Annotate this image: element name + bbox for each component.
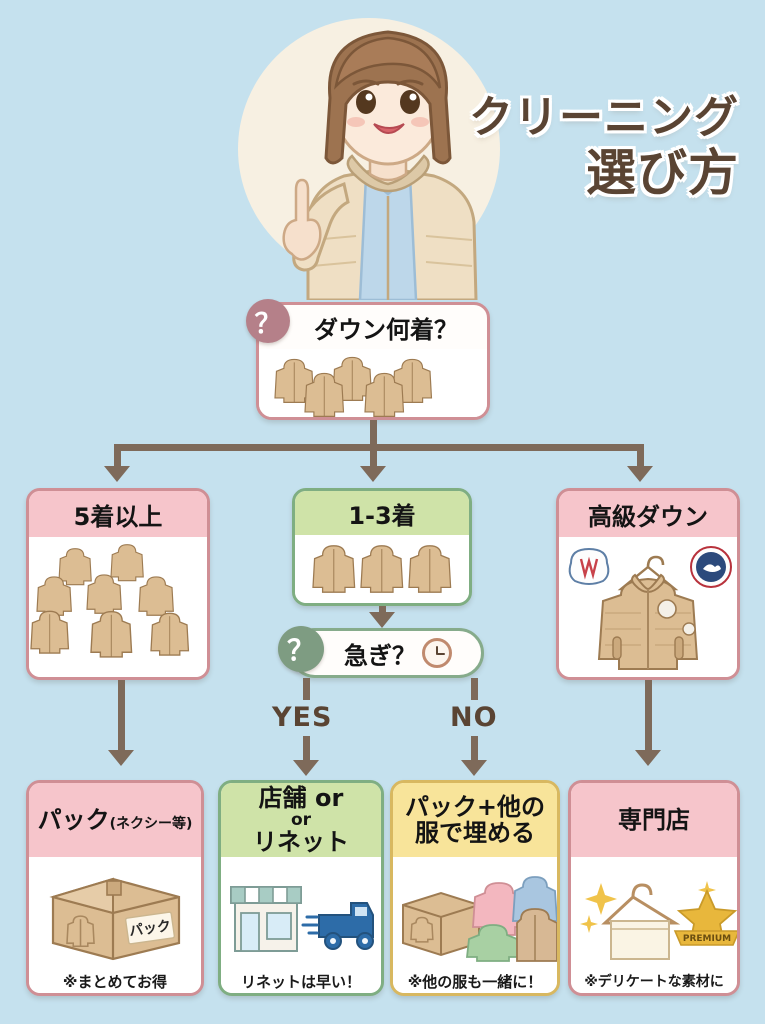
root-node-illustration	[259, 349, 487, 417]
result-specialty-caption: ※デリケートな素材に	[571, 963, 737, 993]
result-store-title: 店舗	[258, 784, 307, 813]
result-pack-title: パック	[37, 805, 110, 834]
urgency-node-content: 急ぎ？	[293, 631, 481, 675]
urgency-node-label: 急ぎ？	[344, 641, 416, 670]
result-store-or-line: or	[290, 809, 312, 830]
connector-yes-stem	[303, 678, 310, 700]
result-store-title-line3: リネット	[253, 827, 349, 856]
result-packplus-illustration	[393, 857, 557, 963]
brand-logo-right	[690, 546, 732, 588]
clock-icon	[422, 638, 452, 668]
arrow-to-result-pack-plus	[461, 760, 487, 776]
option-mid-illustration	[295, 535, 469, 603]
title-line-1: クリーニング	[469, 92, 739, 143]
arrow-to-option-left	[104, 466, 130, 482]
result-pack-caption: ※まとめてお得	[29, 963, 201, 993]
result-packplus-caption: ※他の服も一緒に！	[393, 963, 557, 993]
arrow-to-option-mid	[360, 466, 386, 482]
result-pack-subtitle: (ネクシー等)	[109, 815, 193, 832]
result-store-header: 店舗 or or リネット	[221, 783, 381, 857]
title-line-2: 選び方	[586, 144, 739, 202]
arrow-to-urgency	[369, 612, 395, 628]
result-packplus-title-line1: パック+他の	[404, 792, 546, 821]
result-pack-header: パック(ネクシー等)	[29, 783, 201, 857]
page-title: クリーニング 選び方	[469, 92, 739, 202]
result-store-or-inline: or	[315, 784, 344, 813]
connector-branch-mid	[370, 444, 377, 468]
connector-branch-left	[114, 444, 121, 468]
result-node-specialty-shop[interactable]: 専門店 PREMIUM ※デリケート	[568, 780, 740, 996]
result-specialty-header: 専門店	[571, 783, 737, 857]
connector-root-stem	[370, 420, 377, 448]
result-node-pack-plus-other[interactable]: パック+他の 服で埋める ※他	[390, 780, 560, 996]
option-node-premium-down[interactable]: 高級ダウン	[556, 488, 740, 680]
result-packplus-title-line2: 服で埋める	[415, 819, 535, 847]
svg-text:パック: パック	[128, 918, 172, 940]
connector-no-stem	[471, 678, 478, 700]
result-store-caption: リネットは早い！	[221, 963, 381, 993]
root-question-badge: ？	[246, 299, 290, 343]
option-node-one-to-three[interactable]: 1-3着	[292, 488, 472, 606]
result-specialty-illustration: PREMIUM	[571, 857, 737, 963]
option-left-label: 5着以上	[29, 491, 207, 537]
arrow-to-result-store	[293, 760, 319, 776]
label-no: NO	[450, 702, 498, 733]
arrow-to-result-pack	[108, 750, 134, 766]
arrow-to-result-specialty	[635, 750, 661, 766]
option-node-five-or-more[interactable]: 5着以上	[26, 488, 210, 680]
result-pack-illustration: パック	[29, 857, 201, 963]
brand-logo-left	[568, 547, 610, 585]
option-left-illustration	[29, 537, 207, 677]
result-packplus-header: パック+他の 服で埋める	[393, 783, 557, 857]
result-node-store-or-lenet[interactable]: 店舗 or or リネット	[218, 780, 384, 996]
connector-right-to-result	[645, 680, 652, 752]
option-right-illustration	[559, 537, 737, 677]
root-node-down-count[interactable]: ダウン何着？	[256, 302, 490, 420]
arrow-to-option-right	[627, 466, 653, 482]
connector-root-bus	[118, 444, 644, 451]
connector-left-to-result	[118, 680, 125, 752]
result-store-illustration	[221, 857, 381, 963]
root-node-label: ダウン何着？	[314, 315, 458, 344]
connector-yes-down	[303, 736, 310, 764]
result-node-pack[interactable]: パック(ネクシー等) パック ※まとめてお得	[26, 780, 204, 996]
connector-no-down	[471, 736, 478, 764]
urgency-question-badge: ？	[278, 626, 324, 672]
premium-badge-text: PREMIUM	[683, 934, 731, 944]
result-specialty-title: 専門店	[618, 805, 690, 834]
connector-branch-right	[637, 444, 644, 468]
option-right-label: 高級ダウン	[559, 491, 737, 537]
connector-mid-to-urgency	[379, 606, 386, 616]
label-yes: YES	[272, 702, 333, 733]
woman-pointing-illustration	[238, 8, 508, 300]
hero-section: クリーニング 選び方	[0, 0, 765, 300]
option-mid-label: 1-3着	[295, 491, 469, 535]
